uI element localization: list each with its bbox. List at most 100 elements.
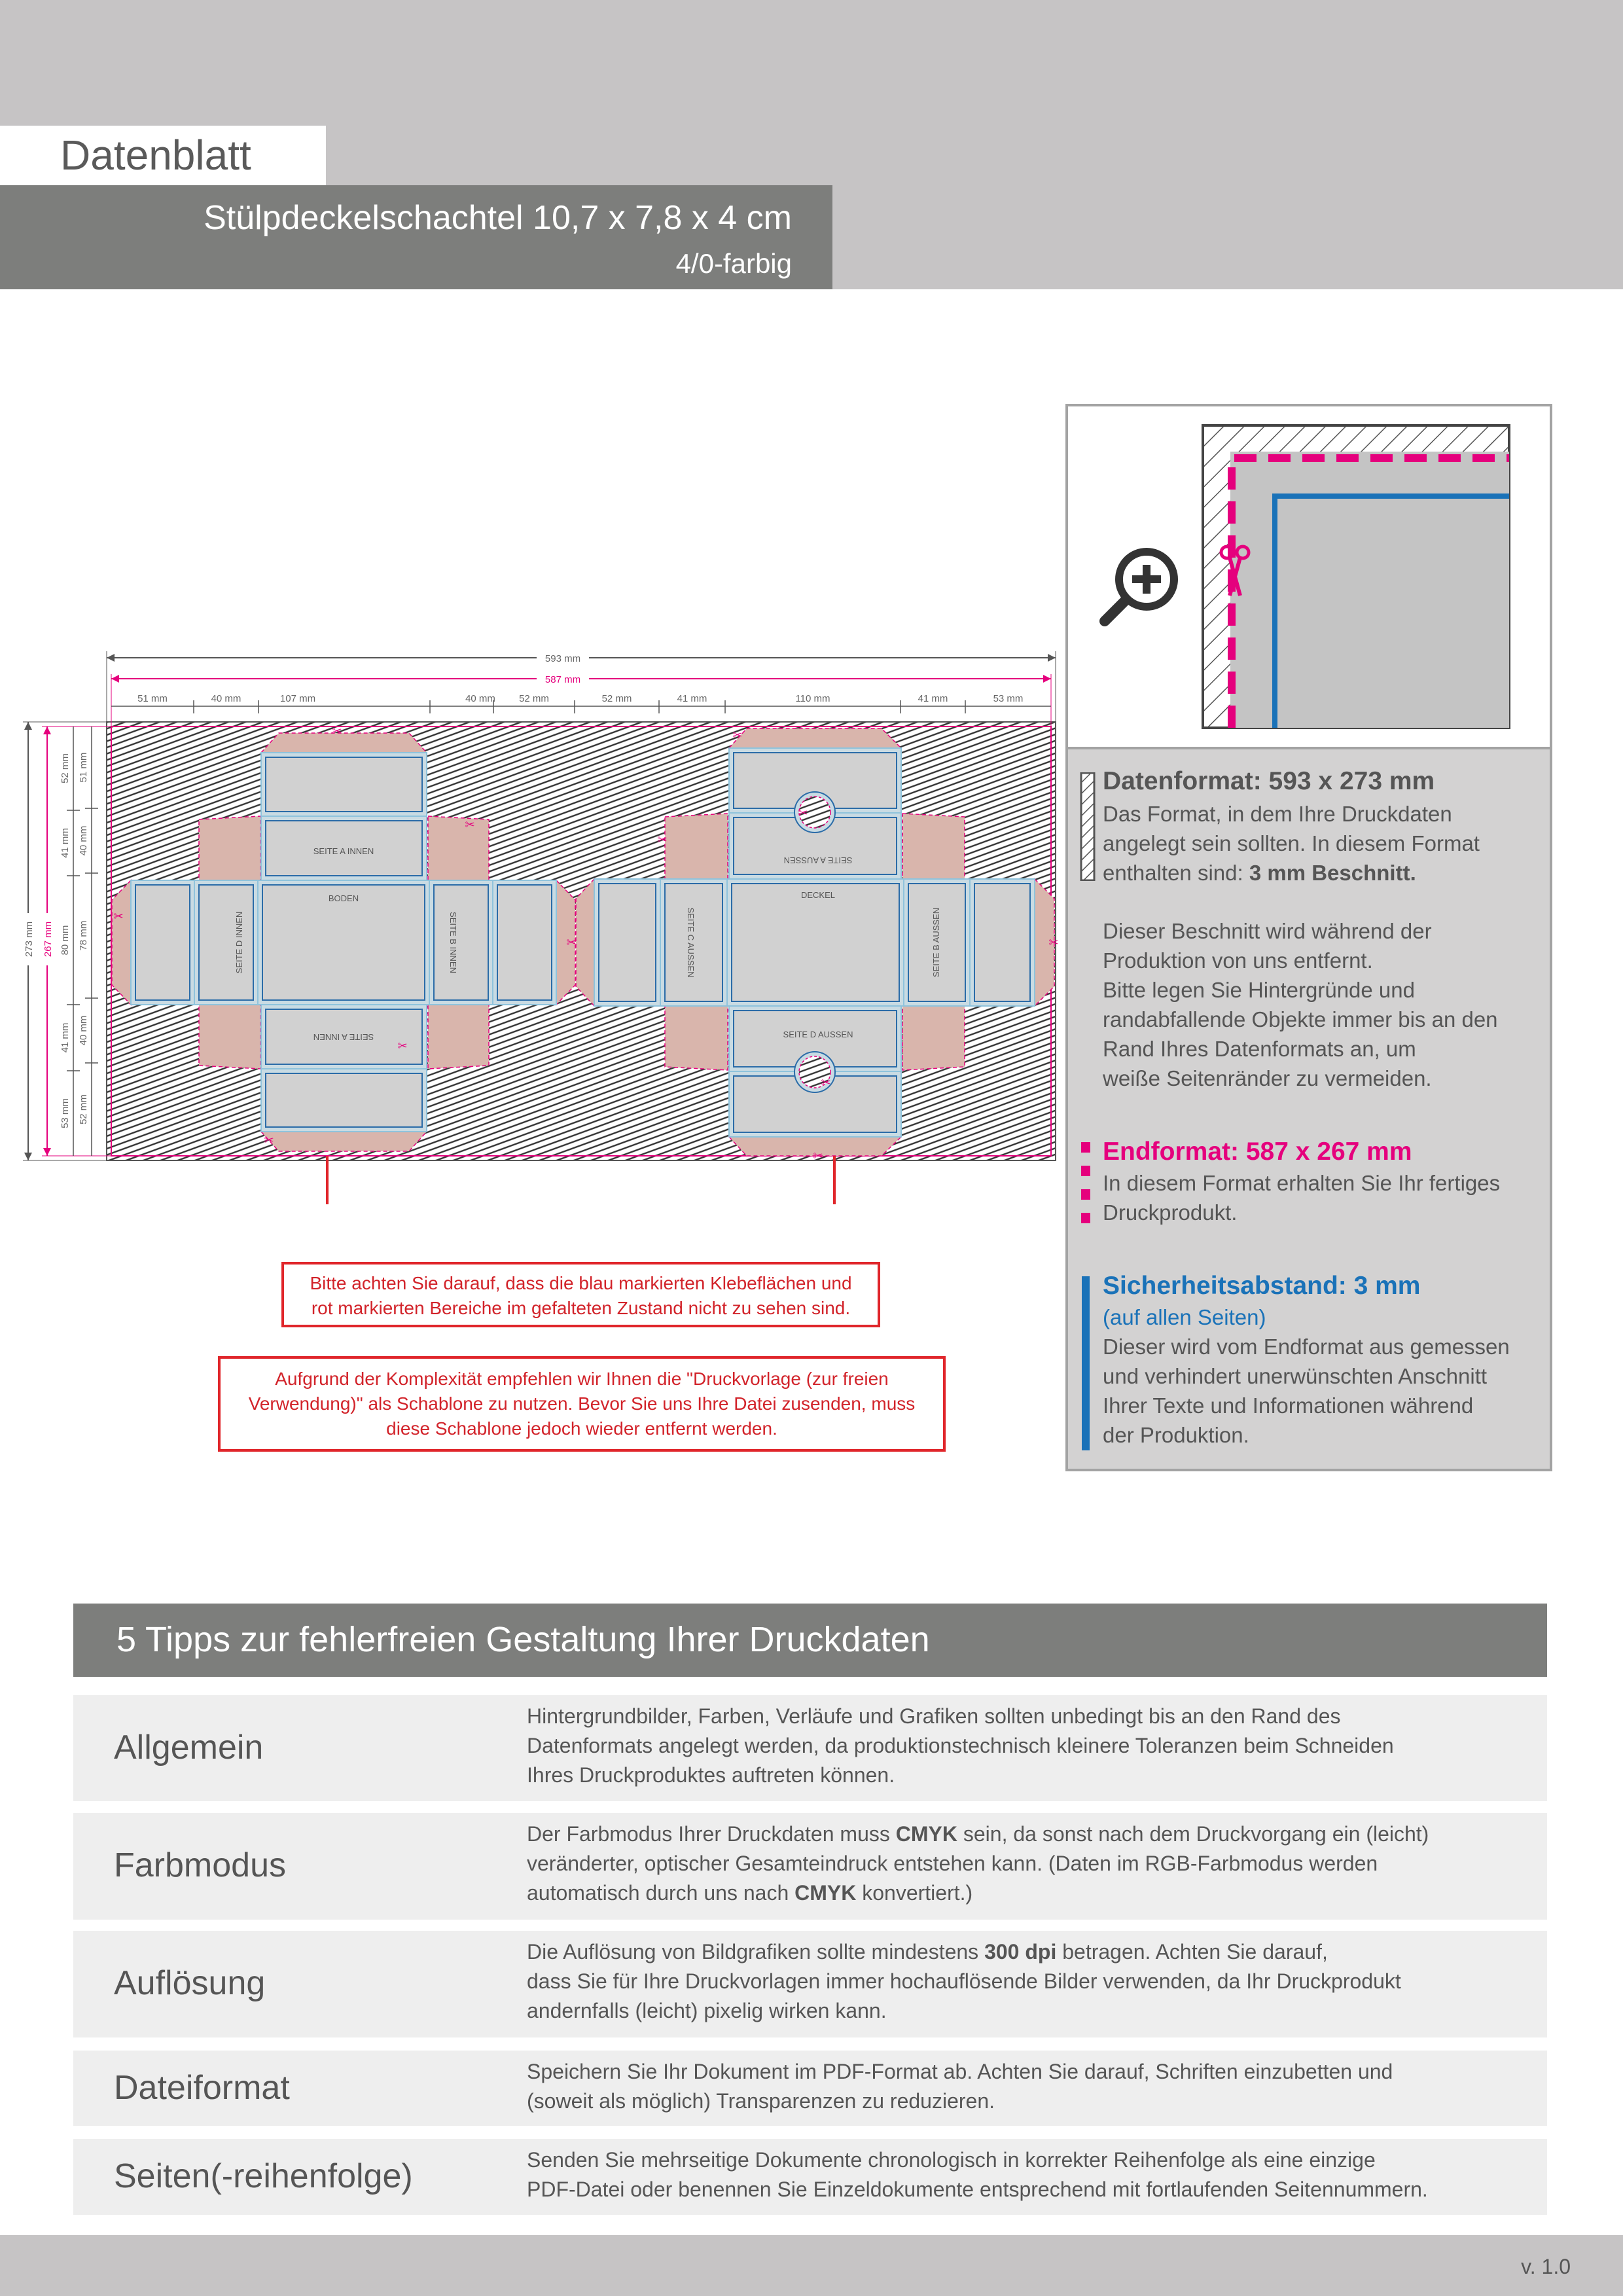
tip-text: sein, da sonst nach dem Druckvorgang ein… [527, 1822, 1429, 1905]
width-segment-label: 41 mm [918, 693, 948, 704]
safety-area [908, 883, 966, 1002]
safety-margin-text: Dieser wird vom Endformat aus gemessen [1103, 1335, 1510, 1359]
endformat-text: Druckprodukt. [1103, 1200, 1238, 1225]
tip-label: Seiten(-reihenfolge) [114, 2157, 413, 2195]
endformat-text: In diesem Format erhalten Sie Ihr fertig… [1103, 1171, 1501, 1195]
width-segment-label: 51 mm [137, 693, 168, 704]
note-line: rot markierten Bereiche im gefalteten Zu… [311, 1298, 851, 1318]
tip-text: Der Farbmodus Ihrer Druckdaten muss [527, 1822, 896, 1846]
glue-flap [664, 813, 728, 880]
panel-label-seite-c-aussen: SEITE C AUSSEN [686, 908, 696, 978]
glue-flap [556, 879, 576, 1006]
tip-text: Senden Sie mehrseitige Dokumente chronol… [527, 2148, 1428, 2201]
bleed-detail-illustration [1099, 424, 1510, 729]
glue-flap [260, 732, 428, 753]
height-segment-label: 40 mm [78, 1016, 89, 1046]
version-label: v. 1.0 [1521, 2255, 1571, 2278]
tip-text: konvertiert.) [856, 1881, 973, 1905]
height-segment-label: 52 mm [78, 1094, 89, 1124]
width-segment-label: 52 mm [519, 693, 549, 704]
bleed-amount: 3 mm Beschnitt. [1249, 861, 1416, 885]
tip-description: Hintergrundbilder, Farben, Verläufe und … [527, 1702, 1394, 1790]
tips-heading: 5 Tipps zur fehlerfreien Gestaltung Ihre… [116, 1620, 930, 1659]
height-segment-label: 40 mm [78, 826, 89, 856]
tip-label: Allgemein [114, 1729, 264, 1767]
width-segment-label: 53 mm [993, 693, 1024, 704]
height-segment-label: 78 mm [78, 921, 89, 951]
datenformat-text: enthalten sind: 3 mm Beschnitt. [1103, 858, 1416, 888]
doc-type-box: Datenblatt [0, 126, 326, 185]
width-segment-label: 40 mm [465, 693, 495, 704]
glue-flap [427, 1004, 490, 1069]
tip-label: Farbmodus [114, 1846, 286, 1884]
finger-notch-cutout [798, 1056, 831, 1088]
scissors-icon: ✂ [264, 1134, 274, 1147]
glue-flap [111, 879, 132, 1006]
scissors-icon: ✂ [332, 725, 342, 738]
safety-area [265, 820, 423, 876]
safety-area [135, 884, 190, 1001]
safety-margin-marker-icon [1082, 1276, 1090, 1450]
color-mode: 4/0-farbig [675, 248, 792, 279]
total-height-label: 273 mm [24, 922, 35, 957]
tip-description: Der Farbmodus Ihrer Druckdaten muss CMYK… [527, 1820, 1429, 1908]
template-note: Aufgrund der Komplexität empfehlen wir I… [218, 1356, 946, 1452]
tip-text: betragen. Achten Sie darauf, dass Sie fü… [527, 1940, 1401, 2022]
datenformat-text: Produktion von uns entfernt. [1103, 948, 1373, 973]
glue-flap [575, 878, 595, 1007]
tip-description: Die Auflösung von Bildgrafiken sollte mi… [527, 1937, 1401, 2026]
scissors-icon: ✂ [798, 806, 808, 819]
panel-label-seite-a-innen: SEITE A INNEN [313, 846, 374, 856]
safety-area [198, 884, 254, 1001]
scissors-icon: ✂ [821, 1076, 830, 1089]
safety-area [598, 883, 656, 1002]
safety-margin-text: und verhindert unerwünschten Anschnitt [1103, 1364, 1488, 1388]
panel-label-seite-b-innen: SEITE B INNEN [448, 912, 458, 973]
note-line: Verwendung)" als Schablone zu nutzen. Be… [248, 1393, 916, 1414]
safety-area [262, 884, 425, 1001]
panel-label-deckel: DECKEL [801, 890, 835, 900]
bleed-marker-icon [1080, 772, 1096, 882]
tip-text-bold: CMYK [794, 1881, 857, 1905]
panel-label-seite-a-aussen: SEITE A AUSSEN [784, 855, 853, 865]
safety-area [265, 757, 423, 812]
datenformat-text: Rand Ihres Datenformats an, um [1103, 1037, 1416, 1061]
height-segment-label: 52 mm [60, 753, 71, 783]
final-width-label: 587 mm [545, 674, 580, 685]
datenformat-text: weiße Seitenränder zu vermeiden. [1103, 1066, 1432, 1090]
panel-label-seite-d-aussen: SEITE D AUSSEN [783, 1030, 853, 1039]
panel-label-boden: BODEN [329, 893, 359, 903]
glue-flap [198, 1004, 261, 1069]
tip-description: Speichern Sie Ihr Dokument im PDF-Format… [527, 2057, 1393, 2116]
datenformat-text-part: enthalten sind: [1103, 861, 1249, 885]
scissors-icon: ✂ [397, 1039, 407, 1052]
scissors-icon: ✂ [732, 728, 742, 742]
final-height-label: 267 mm [43, 922, 54, 957]
panel-label-seite-b-aussen: SEITE B AUSSEN [931, 908, 941, 977]
scissors-icon: ✂ [113, 910, 123, 923]
title-bar: Stülpdeckelschachtel 10,7 x 7,8 x 4 cm 4… [0, 185, 832, 289]
glue-flap [664, 1005, 728, 1071]
width-segment-label: 40 mm [211, 693, 241, 704]
note-line: diese Schablone jedoch wieder entfernt w… [386, 1418, 777, 1439]
height-segment-label: 41 mm [60, 1023, 71, 1053]
width-segment-label: 41 mm [677, 693, 707, 704]
scissors-icon: ✂ [657, 833, 667, 846]
zoom-in-icon [1099, 548, 1178, 626]
width-segment-label: 107 mm [280, 693, 315, 704]
safety-margin-text: Ihrer Texte und Informationen während [1103, 1393, 1474, 1418]
datenformat-text: Das Format, in dem Ihre Druckdaten [1103, 802, 1452, 826]
safety-area [497, 884, 552, 1001]
doc-type-label: Datenblatt [60, 132, 251, 179]
height-segment-label: 80 mm [60, 925, 71, 956]
safety-area [265, 1009, 423, 1065]
endformat-marker-icon [1081, 1142, 1090, 1224]
scissors-icon: ✂ [566, 936, 576, 949]
width-segment-label: 110 mm [795, 693, 830, 704]
finger-notch-cutout [798, 796, 831, 829]
safety-area [731, 883, 900, 1002]
scissors-icon: ✂ [813, 1149, 823, 1162]
datenformat-text: Dieser Beschnitt wird während der [1103, 919, 1432, 943]
glue-flap [902, 1005, 965, 1071]
